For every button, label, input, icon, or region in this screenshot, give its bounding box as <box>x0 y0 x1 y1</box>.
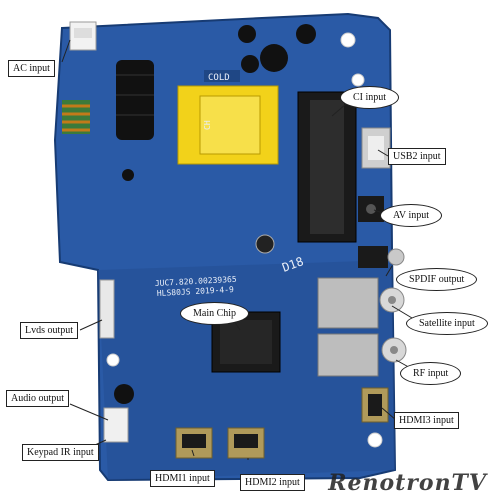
silk-cold: COLD <box>208 73 230 83</box>
satellite-tuner <box>317 277 405 329</box>
transformer: CH <box>177 85 279 165</box>
bulk-capacitor <box>116 60 154 140</box>
lvds-connector <box>99 279 115 339</box>
silk-model-date: HLS80JS 2019-4-9 <box>157 285 235 298</box>
label-audio-output: Audio output <box>6 390 70 407</box>
audio-connector <box>103 407 129 443</box>
main-chip <box>211 311 281 373</box>
label-hdmi1-input: HDMI1 input <box>150 470 215 487</box>
label-av-input: AV input <box>380 204 443 227</box>
hdmi1-port <box>175 427 213 459</box>
label-ac-input: AC input <box>8 60 55 77</box>
label-spdif-output: SPDIF output <box>396 268 478 291</box>
watermark: RenotronTV <box>328 470 487 496</box>
label-keypad-ir-input: Keypad IR input <box>22 444 99 461</box>
transformer-text: CH <box>203 120 212 130</box>
silk-marker: D18 <box>280 254 305 275</box>
silk-board-id: JUC7.820.00239365 <box>155 275 237 288</box>
label-hdmi2-input: HDMI2 input <box>240 474 305 491</box>
usb-port <box>361 127 391 169</box>
hdmi3-port <box>361 387 389 423</box>
label-lvds-output: Lvds output <box>20 322 79 339</box>
label-satellite-input: Satellite input <box>406 312 488 335</box>
spdif-jack <box>358 246 405 268</box>
label-main-chip: Main Chip <box>180 302 250 325</box>
av-jack <box>358 196 384 222</box>
label-usb2-input: USB2 input <box>388 148 446 165</box>
ac-input-connector <box>69 21 97 51</box>
label-ci-input: CI input <box>340 86 400 109</box>
rf-tuner <box>317 333 407 377</box>
hdmi2-port <box>227 427 265 459</box>
label-rf-input: RF input <box>400 362 462 385</box>
choke-coil <box>62 100 90 134</box>
ci-slot <box>297 91 357 243</box>
label-hdmi3-input: HDMI3 input <box>394 412 459 429</box>
